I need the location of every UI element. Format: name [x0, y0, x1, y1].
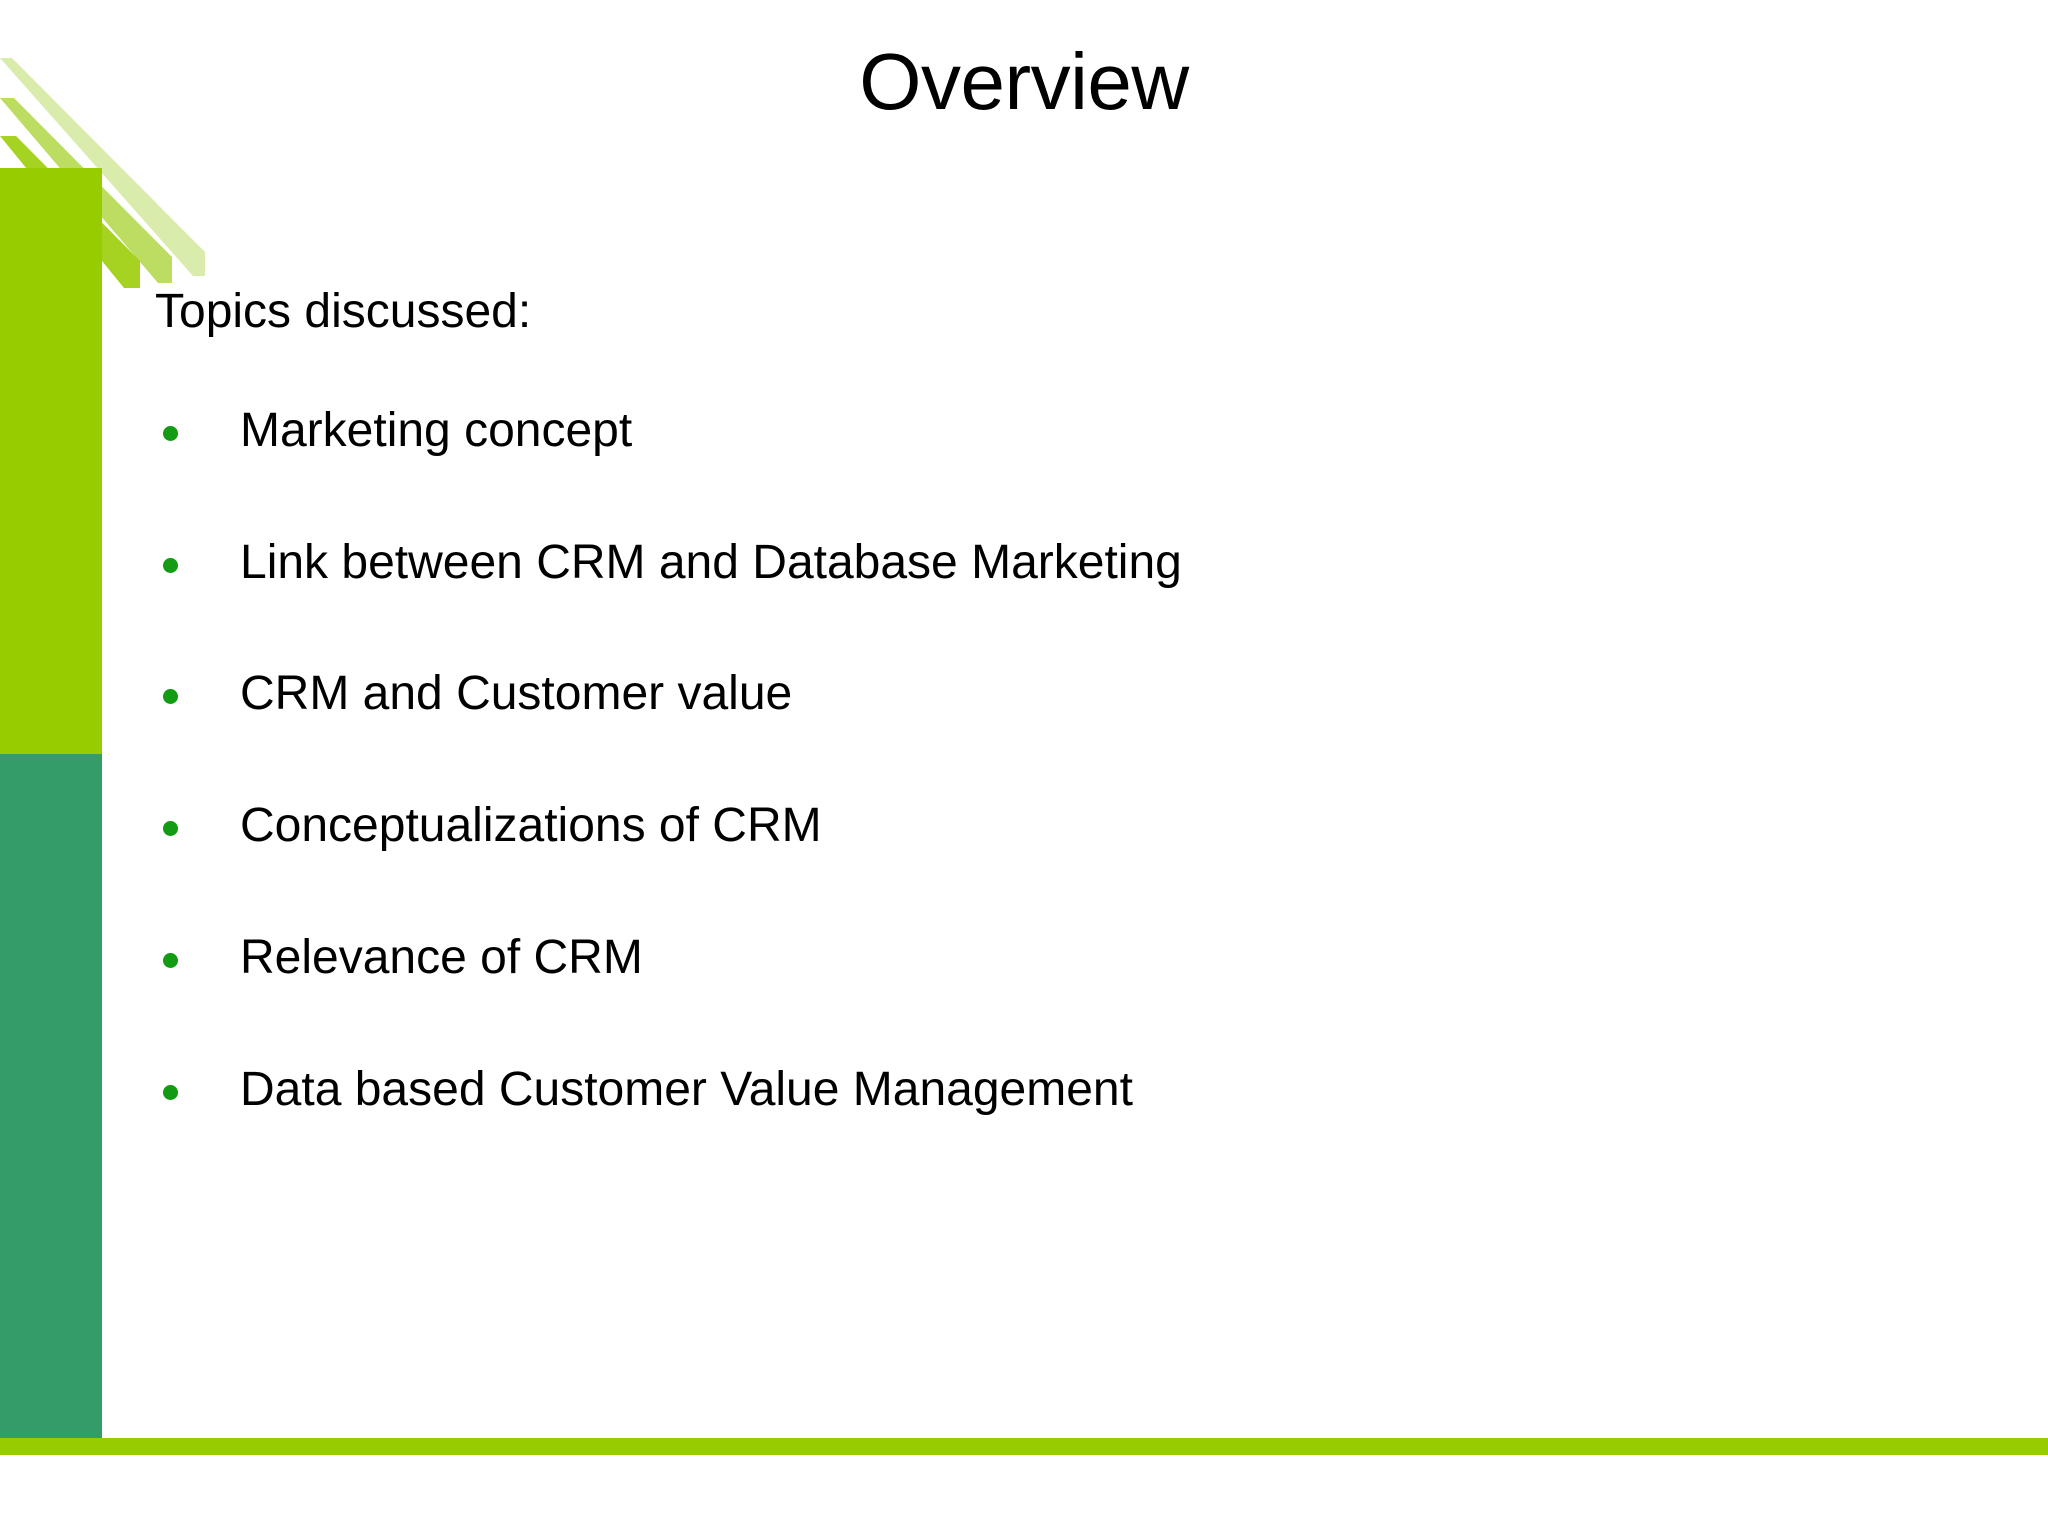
bullet-dot-icon [163, 689, 178, 705]
bullet-label: Marketing concept [240, 403, 633, 457]
slide-body: Topics discussed: Marketing concept Link… [155, 285, 1905, 1117]
bullet-label: Relevance of CRM [240, 930, 643, 984]
bullet-dot-icon [163, 557, 178, 573]
bullet-dot-icon [163, 1084, 178, 1100]
sidebar-accent-teal [0, 754, 102, 1438]
list-item: Conceptualizations of CRM [155, 799, 1905, 853]
list-item: Marketing concept [155, 403, 1905, 458]
list-item: Data based Customer Value Management [155, 1062, 1905, 1117]
bullet-dot-icon [163, 952, 178, 968]
list-item: CRM and Customer value [155, 667, 1905, 721]
list-item: Link between CRM and Database Marketing [155, 535, 1905, 590]
list-item: Relevance of CRM [155, 930, 1905, 985]
bullet-label: Conceptualizations of CRM [240, 799, 822, 853]
topics-bullet-list: Marketing concept Link between CRM and D… [155, 403, 1905, 1117]
bullet-label: Link between CRM and Database Marketing [240, 535, 1182, 589]
slide-title: Overview [859, 37, 1189, 126]
topics-intro-label: Topics discussed: [155, 285, 532, 338]
bullet-label: CRM and Customer value [240, 667, 793, 721]
bullet-label: Data based Customer Value Management [240, 1062, 1133, 1116]
bottom-accent-bar [0, 1438, 2048, 1455]
bullet-dot-icon [163, 821, 178, 837]
sidebar-accent-green [0, 168, 102, 754]
bullet-dot-icon [163, 425, 178, 441]
